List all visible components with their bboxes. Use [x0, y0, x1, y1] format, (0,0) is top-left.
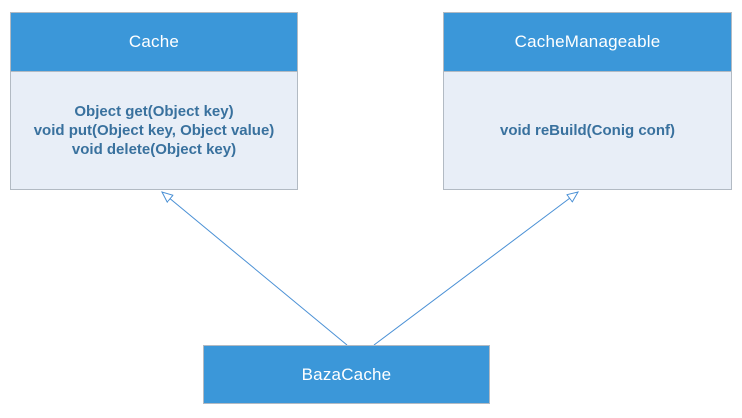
class-methods-cache: Object get(Object key) void put(Object k…	[11, 71, 297, 189]
method-put: void put(Object key, Object value)	[33, 122, 275, 139]
class-title-cachemanageable: CacheManageable	[444, 13, 731, 71]
class-title-cache: Cache	[11, 13, 297, 71]
class-title-bazacache: BazaCache	[301, 364, 392, 384]
realization-arrow-bazacache-to-cache[interactable]	[162, 192, 348, 346]
class-methods-cachemanageable: void reBuild(Conig conf)	[444, 71, 731, 189]
class-box-cachemanageable[interactable]: CacheManageable void reBuild(Conig conf)	[443, 12, 732, 190]
realization-arrow-bazacache-to-cachemanageable[interactable]	[373, 192, 578, 346]
method-delete: void delete(Object key)	[71, 141, 237, 158]
method-rebuild: void reBuild(Conig conf)	[500, 122, 675, 139]
method-get: Object get(Object key)	[74, 103, 234, 120]
class-box-bazacache[interactable]: BazaCache	[203, 345, 490, 404]
class-box-cache[interactable]: Cache Object get(Object key) void put(Ob…	[10, 12, 298, 190]
